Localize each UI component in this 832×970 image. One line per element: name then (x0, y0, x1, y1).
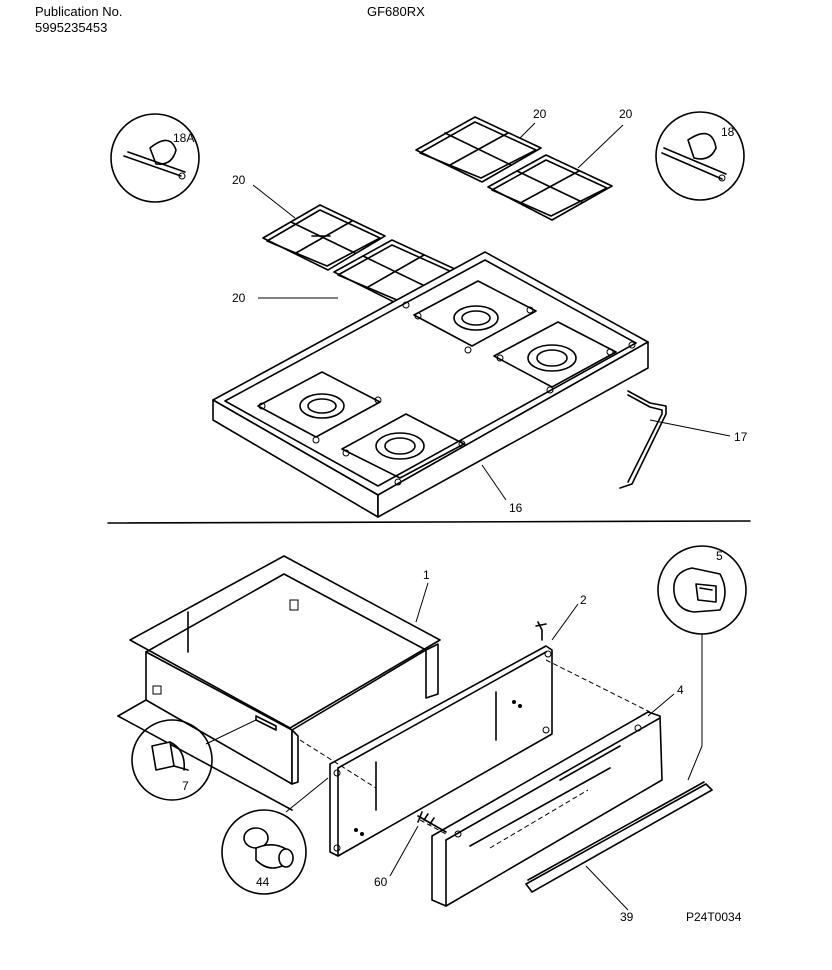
model-number: GF680RX (367, 4, 425, 19)
detail-circle-18: 18 (655, 111, 745, 201)
callout-18: 18 (721, 125, 735, 139)
grate-right-front (487, 154, 613, 221)
callout-7: 7 (182, 779, 189, 793)
drawer-front-4 (431, 711, 663, 907)
section-divider (107, 520, 751, 524)
drawing-id: P24T0034 (686, 910, 742, 924)
callout-5: 5 (716, 549, 723, 563)
callout-1: 1 (423, 568, 430, 582)
publication-number: 5995235453 (35, 20, 108, 35)
drawer-panel-2 (329, 645, 553, 857)
cooktop-16 (212, 251, 649, 518)
callout-16: 16 (509, 501, 523, 515)
drawer-body-1 (129, 555, 441, 785)
callout-44: 44 (256, 875, 270, 889)
publication-label: Publication No. (35, 4, 123, 19)
callout-17: 17 (734, 430, 748, 444)
callout-20-right-rear: 20 (533, 107, 547, 121)
detail-circle-44: 44 (221, 809, 307, 895)
callout-60: 60 (374, 875, 388, 889)
callout-18a: 18A (173, 131, 194, 145)
grate-right-rear (415, 116, 542, 183)
callout-20-left-front: 20 (232, 291, 246, 305)
grate-left-rear (262, 204, 386, 271)
drawer-handle-39 (525, 781, 713, 893)
callout-20-left-rear: 20 (232, 173, 246, 187)
detail-circle-18a: 18A (110, 113, 200, 203)
callout-20-right-front: 20 (619, 107, 633, 121)
support-rod-17 (619, 390, 667, 489)
screw-60 (417, 811, 447, 833)
detail-circle-7: 7 (131, 719, 213, 801)
detail-circle-5: 5 (657, 545, 747, 635)
callout-4: 4 (677, 683, 684, 697)
screw-2 (535, 621, 547, 641)
callout-2: 2 (580, 593, 587, 607)
callout-39: 39 (620, 910, 634, 924)
